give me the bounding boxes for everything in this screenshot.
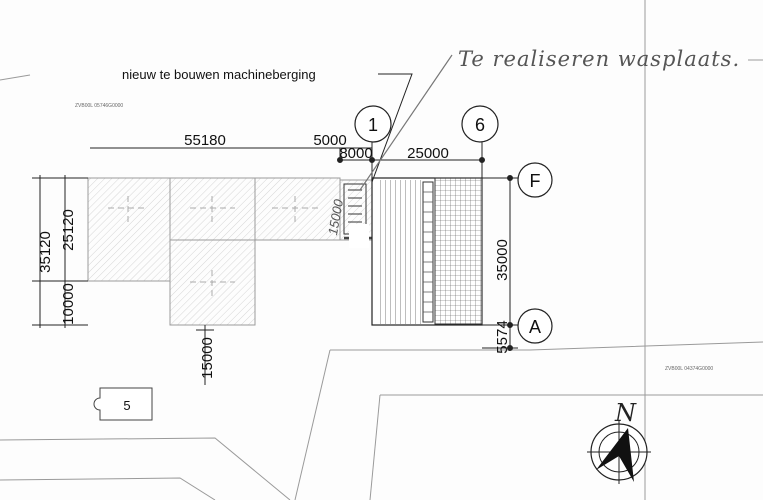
parcel-code-right: ZVB00L 04374G0000 bbox=[665, 366, 713, 372]
leader-line-machine-storage bbox=[371, 73, 413, 183]
grid-axis-bubbles bbox=[354, 105, 553, 344]
dimension-10000: 10000 bbox=[60, 283, 77, 325]
parcel-code-left: ZVB00L 05746G0000 bbox=[75, 103, 123, 109]
dimension-35000: 35000 bbox=[494, 239, 511, 281]
existing-buildings bbox=[87, 177, 373, 326]
label-washing-place: Te realiseren wasplaats. bbox=[458, 47, 740, 71]
dimension-25120: 25120 bbox=[60, 209, 77, 251]
dimension-35120: 35120 bbox=[37, 231, 54, 273]
dimension-8000: 8000 bbox=[339, 145, 372, 162]
dimension-15000: 15000 bbox=[199, 337, 216, 379]
north-label: N bbox=[614, 399, 637, 427]
dimension-5000: 5000 bbox=[313, 132, 346, 149]
grid-axis-f: F bbox=[530, 171, 541, 191]
leader-line-washing-place bbox=[359, 54, 453, 191]
grid-axis-6: 6 bbox=[475, 115, 485, 135]
label-new-machine-storage: nieuw te bouwen machineberging bbox=[122, 67, 316, 82]
north-arrow bbox=[587, 420, 651, 484]
grid-axis-1: 1 bbox=[368, 115, 378, 135]
pointer-mark bbox=[349, 224, 369, 248]
new-machine-storage-building bbox=[371, 177, 483, 326]
house-number: 5 bbox=[123, 398, 130, 413]
building-axis-marks bbox=[108, 196, 318, 296]
dimension-15000-handwritten: 15000 bbox=[325, 197, 346, 236]
dimension-55180: 55180 bbox=[184, 132, 226, 149]
dimension-5574: 5574 bbox=[494, 320, 511, 353]
grid-axis-a: A bbox=[529, 317, 541, 337]
dimension-lines bbox=[32, 140, 518, 385]
house-number-box bbox=[93, 387, 153, 421]
dimension-25000: 25000 bbox=[407, 145, 449, 162]
